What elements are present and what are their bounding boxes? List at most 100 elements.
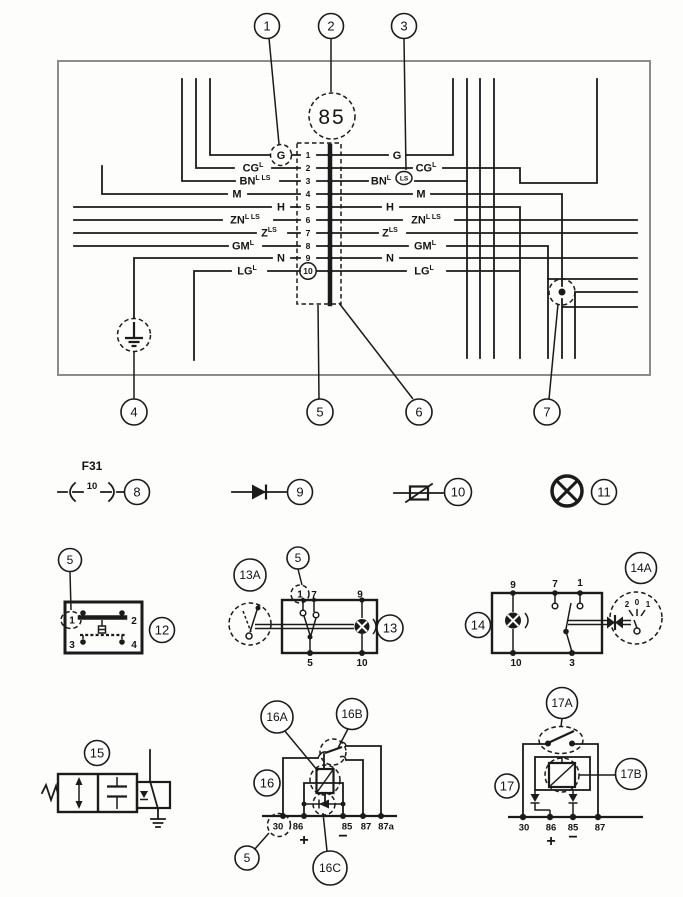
pin-number-10: 10 — [303, 266, 313, 276]
callout-16b: 16B — [335, 697, 369, 731]
diode-icon — [231, 484, 287, 500]
pin-label: 9 — [510, 580, 516, 591]
wire-label: GML — [414, 240, 437, 253]
callout-13-label: 13 — [383, 621, 397, 636]
pin-label: 9 — [357, 590, 363, 601]
relay-16: 16 30 86 85 87 87a + − 16A 16B 16C 5 — [234, 697, 397, 886]
pin-number-9: 9 — [306, 253, 311, 263]
callout-5-relay16: 5 — [234, 845, 260, 871]
switch-position-detail: 2 0 1 — [609, 591, 663, 645]
terminal-85: 85 — [342, 822, 353, 833]
callout-16c: 16C — [312, 850, 348, 886]
block-pin-4: 4 — [131, 640, 137, 651]
connector-id-bubble: 85 — [308, 92, 356, 140]
position-label: 2 — [625, 600, 630, 609]
callout-7: 7 — [533, 398, 561, 426]
terminal-30: 30 — [519, 823, 530, 834]
contact-detail-ring — [319, 738, 347, 766]
callout-2-label: 2 — [327, 19, 334, 34]
leader — [69, 571, 72, 611]
diode-icon — [568, 790, 578, 817]
lamp-icon — [354, 618, 377, 635]
wire-label: H — [386, 202, 394, 214]
wire-label: LGL — [237, 265, 257, 278]
switch-13: 13A 5 1 7 9 5 — [228, 546, 404, 669]
block-pin-2: 2 — [131, 616, 137, 627]
callout-5-block12: 5 — [57, 547, 83, 573]
callout-1-label: 1 — [263, 19, 270, 34]
callout-17b: 17B — [614, 757, 648, 791]
wire-label: CGL — [416, 162, 438, 175]
callout-14: 14 — [464, 611, 492, 639]
contact-plates-icon — [107, 777, 127, 809]
contact-blade — [547, 730, 575, 744]
callout-17b-label: 17B — [620, 767, 641, 781]
terminal-87a: 87a — [378, 822, 395, 833]
callout-14a-label: 14A — [630, 561, 651, 575]
callout-10: 10 — [443, 477, 473, 507]
callout-17: 17 — [494, 773, 520, 799]
callout-14a: 14A — [624, 551, 658, 585]
callout-17a-label: 17A — [551, 696, 572, 710]
callout-5-switch13: 5 — [286, 546, 310, 570]
connector-id-label: 85 — [318, 106, 345, 129]
ground-icon — [116, 317, 152, 353]
wire-label: ZLS — [382, 227, 398, 240]
callout-16b-label: 16B — [341, 707, 362, 721]
wire-label: N — [277, 253, 285, 265]
wire-label: CGL — [243, 162, 265, 175]
callout-8: 8 — [123, 478, 151, 506]
main-wiring-diagram: 1 2 3 4 5 6 7 8 9 10 85 G CGL BNL LS M H… — [57, 12, 651, 426]
pin-label: 1 — [297, 590, 303, 601]
callout-13a: 13A — [233, 558, 267, 592]
wire-labels-left: G CGL BNL LS M H ZNL LS ZLS GML N LGL — [230, 143, 293, 278]
circled-ls-ring — [395, 170, 413, 186]
callout-8-label: 8 — [133, 485, 140, 500]
pin-number-7: 7 — [306, 228, 311, 238]
switch-body — [490, 591, 604, 655]
contact-detail-ring — [538, 725, 584, 755]
contact-blade — [324, 745, 343, 755]
legend-row: F31 10 8 9 10 11 — [57, 459, 618, 508]
callout-label: 5 — [244, 851, 251, 865]
callout-15: 15 — [83, 739, 111, 767]
terminal-87: 87 — [595, 823, 606, 834]
ground-icon — [150, 808, 166, 828]
leader — [297, 568, 303, 586]
callout-9-label: 9 — [296, 485, 303, 500]
callout-7-label: 7 — [543, 405, 550, 420]
callout-11: 11 — [590, 478, 618, 506]
callout-13: 13 — [376, 614, 404, 642]
pin-label: 5 — [307, 658, 313, 669]
pin-label: 3 — [569, 658, 575, 669]
pin-number-3: 3 — [306, 176, 311, 186]
callout-10-label: 10 — [451, 485, 465, 500]
callout-9: 9 — [286, 478, 314, 506]
pin-label: 10 — [356, 658, 368, 669]
wire-label: BNL — [371, 175, 392, 188]
terminal-30: 30 — [273, 822, 284, 833]
pin-10-ring — [299, 262, 317, 280]
callout-17-label: 17 — [500, 779, 514, 794]
diode-icon — [530, 790, 551, 817]
callout-2: 2 — [317, 12, 345, 40]
connector-strip: 1 2 3 4 5 6 7 8 9 10 — [296, 142, 342, 307]
wire-label: ZNL LS — [411, 214, 441, 227]
wire-label: G — [277, 150, 286, 162]
wire-label: GML — [232, 240, 255, 253]
callout-12: 12 — [148, 616, 176, 644]
terminal-87: 87 — [361, 822, 372, 833]
minus-label: − — [568, 829, 577, 846]
callout-leaders — [133, 37, 559, 400]
solenoid-valve-15: 15 — [40, 739, 172, 828]
g-wire-ring — [269, 143, 293, 167]
callout-16-label: 16 — [260, 776, 274, 791]
terminal-85: 85 — [568, 823, 579, 834]
relay-17: 17 30 86 85 87 + − 17A 17B — [494, 686, 648, 850]
callout-15-label: 15 — [90, 746, 104, 761]
callout-4-label: 4 — [130, 405, 137, 420]
callout-6-label: 6 — [415, 405, 422, 420]
pin-number-2: 2 — [306, 163, 311, 173]
wire-labels-right: G CGL BNL LS M H ZNL LS ZLS GML N LGL — [371, 150, 441, 278]
